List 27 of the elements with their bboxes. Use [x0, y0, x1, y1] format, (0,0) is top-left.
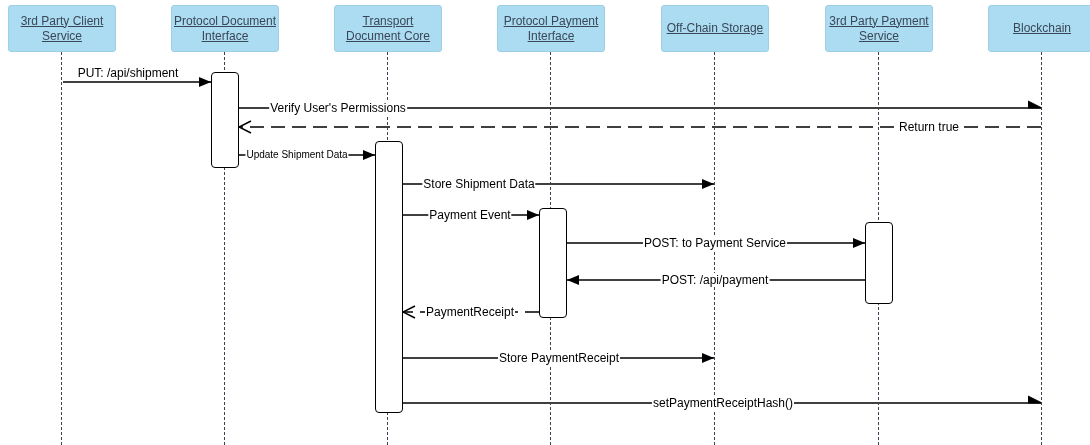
edge-label: Verify User's Permissions [269, 101, 407, 115]
participant-box: Protocol Document Interface [171, 5, 279, 52]
edge-label: PUT: /api/shipment [76, 66, 180, 80]
return-arrow [238, 120, 1042, 134]
lifeline [61, 52, 63, 445]
edge-label: Store PaymentReceipt [497, 351, 621, 365]
participant-box: Transport Document Core [334, 5, 442, 52]
participant-box: 3rd Party Payment Service [825, 5, 933, 52]
edge-label: POST: /api/payment [660, 273, 770, 287]
edge-label: PaymentReceipt [425, 305, 515, 319]
participant-box: 3rd Party Client Service [8, 5, 116, 52]
edge-label: Update Shipment Data [245, 148, 349, 162]
activation-bar [375, 141, 403, 413]
lifeline [1041, 52, 1043, 445]
participant-box: Blockchain [988, 5, 1090, 52]
edge-label: Payment Event [428, 208, 512, 222]
activation-bar [211, 72, 239, 168]
message-arrow [238, 100, 1043, 109]
activation-bar [539, 208, 567, 318]
participant-box: Off-Chain Storage [661, 5, 769, 52]
activation-bar [865, 222, 893, 304]
message-arrow [62, 77, 212, 87]
edge-label: setPaymentReceiptHash() [651, 396, 795, 410]
edge-label: Store Shipment Data [422, 177, 536, 191]
participant-box: Protocol Payment Interface [497, 5, 605, 52]
edge-label: Return true [898, 120, 960, 134]
edge-label: POST: to Payment Service [642, 236, 788, 250]
